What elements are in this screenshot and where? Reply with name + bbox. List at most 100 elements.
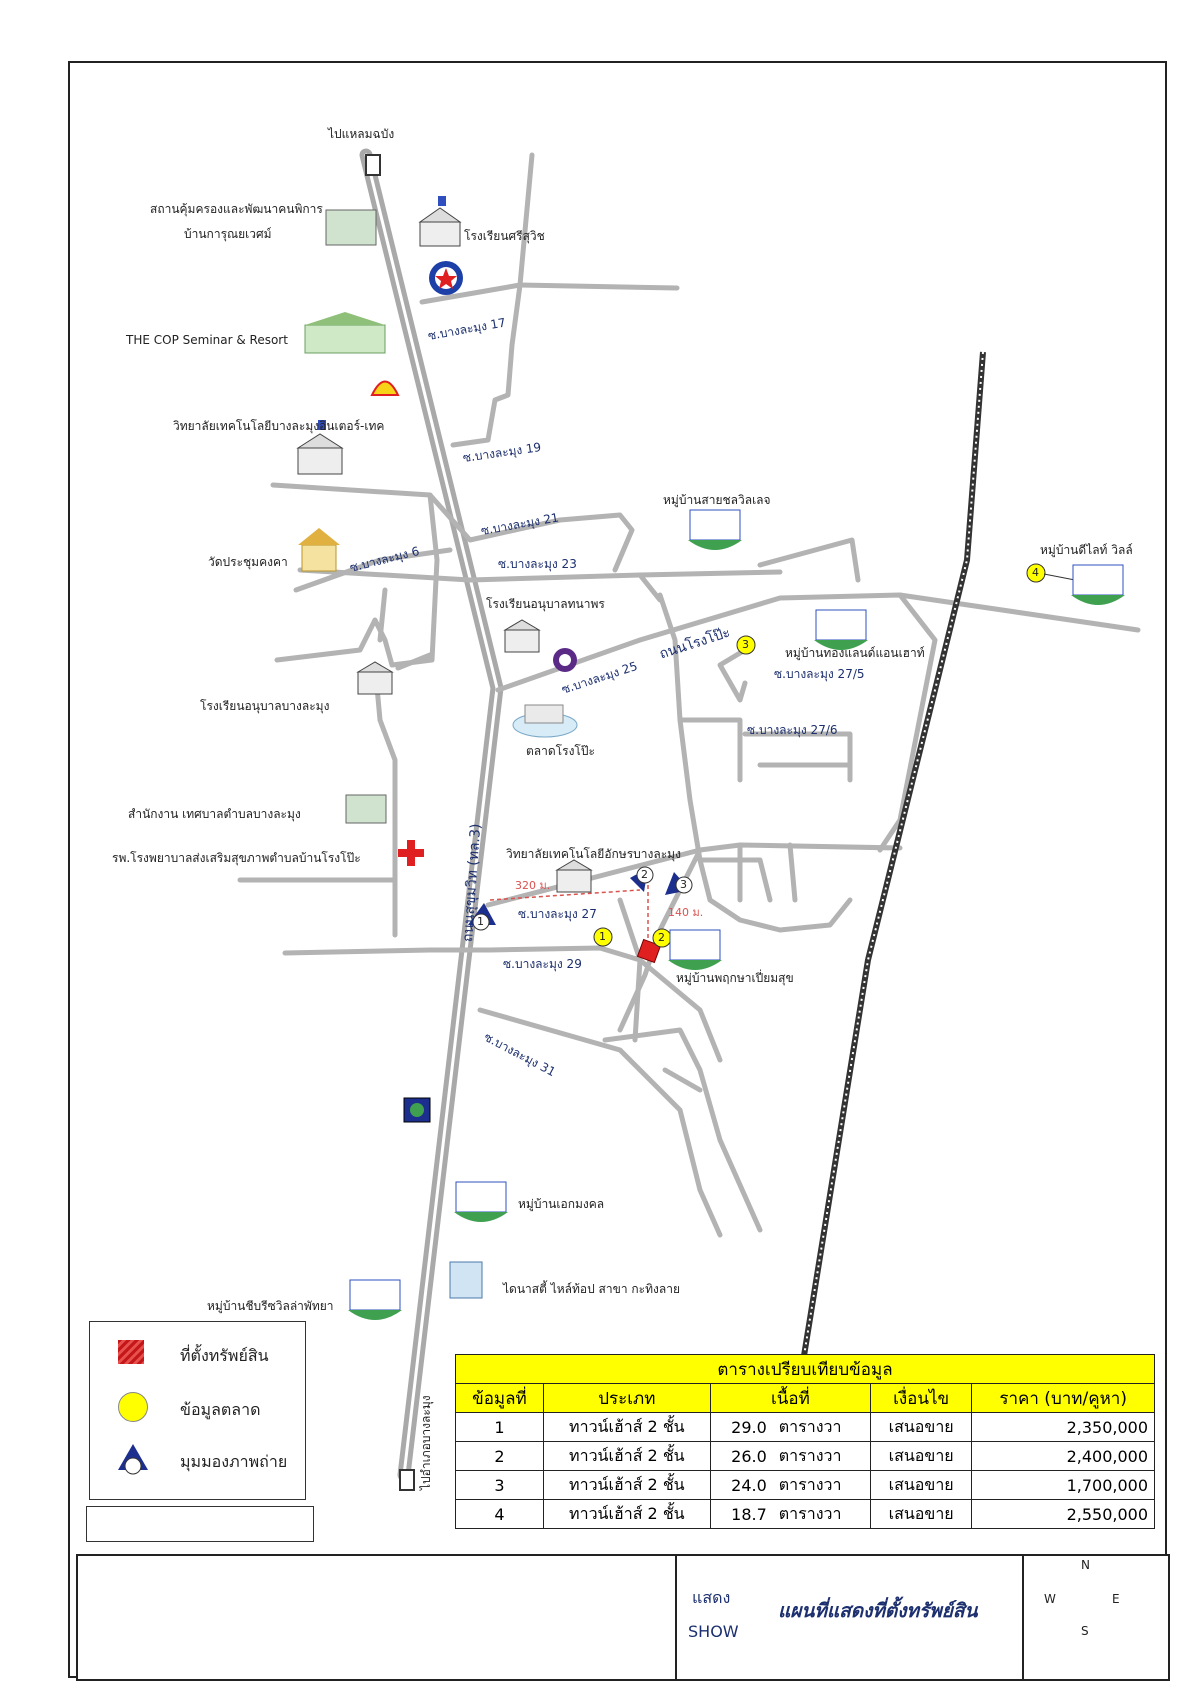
footer-title: แผนที่แสดงที่ตั้งทรัพย์สิน [778,1600,978,1622]
cell-no: 3 [455,1470,544,1500]
label-village-chiphrive: หมู่บ้านชีบรีซวิลล่าพัทยา [207,1299,334,1313]
label-kindergarten: โรงเรียนอนุบาลทนาพร [486,597,605,611]
resort-icon [304,312,386,354]
table-title-row: ตารางเปรียบเทียบข้อมูล [455,1354,1155,1384]
view-marker-label-2: 2 [641,868,648,881]
road-label-soi23: ซ.บางละมุง 23 [498,557,577,571]
cell-price: 2,550,000 [971,1499,1155,1529]
market-marker-label-1: 1 [599,930,606,943]
cell-no: 2 [455,1441,544,1471]
cell-unit: ตารางวา [772,1470,871,1500]
label-tech-college: วิทยาลัยเทคโนโลยีบางละมุงอินเตอร์-เทค [173,419,385,433]
table-row: 2 ทาวน์เฮ้าส์ 2 ชั้น 26.0 ตารางวา เสนอขา… [455,1441,1155,1471]
legend-property-label: ที่ตั้งทรัพย์สิน [180,1346,269,1365]
table-header-price: ราคา (บาท/คูหา) [971,1383,1155,1413]
road-label-soi29: ซ.บางละมุง 29 [503,957,582,971]
table-header-cond: เงื่อนไข [869,1383,973,1413]
table-row: 3 ทาวน์เฮ้าส์ 2 ชั้น 24.0 ตารางวา เสนอขา… [455,1470,1155,1500]
label-village-sai-chon: หมู่บ้านสายชลวิลเลจ [663,493,771,507]
legend-row-market: ข้อมูลตลาด [90,1390,305,1430]
label-village-phruksa: หมู่บ้านพฤกษาเปี่ยมสุข [676,971,794,985]
label-dynasty: ไดนาสตี้ ไหล์ท้อป สาขา กะทิงลาย [503,1282,680,1296]
village-icon-1 [688,509,742,550]
village-icon-4 [668,929,722,970]
cell-price: 2,350,000 [971,1412,1155,1442]
welfare-building-icon [325,209,377,246]
south-end-marker [399,1469,415,1491]
table-title: ตารางเปรียบเทียบข้อมูล [455,1354,1155,1384]
shell-icon [370,380,400,396]
temple-icon [298,528,340,572]
cell-area: 29.0 [709,1412,773,1442]
label-wat: วัดประชุมคงคา [208,555,288,569]
cell-cond: เสนอขาย [869,1412,973,1442]
cell-no: 1 [455,1412,544,1442]
bangchak-icon [403,1097,431,1123]
legend-market-label: ข้อมูลตลาด [180,1400,261,1419]
label-municipal-office: สำนักงาน เทศบาลตำบลบางละมุง [128,807,301,821]
cell-price: 2,400,000 [971,1441,1155,1471]
label-village-ekmongkol: หมู่บ้านเอกมงคล [518,1197,605,1211]
compass-w: W [1044,1592,1056,1606]
village-icon-3 [1071,564,1125,605]
cell-unit: ตารางวา [772,1499,871,1529]
legend-row-view: มุมมองภาพถ่าย [90,1442,305,1482]
property-marker [636,938,662,964]
label-hospital: รพ.โรงพยาบาลส่งเสริมสุขภาพตำบลบ้านโรงโป๊… [112,851,361,865]
legend-view-label: มุมมองภาพถ่าย [180,1452,288,1471]
village-icon-5 [454,1181,508,1222]
label-market: ตลาดโรงโป๊ะ [526,744,595,758]
school-icon-3 [503,619,541,653]
poi-icons [296,196,1125,1320]
cell-unit: ตารางวา [772,1441,871,1471]
market-icon [512,704,578,738]
cell-price: 1,700,000 [971,1470,1155,1500]
table-row: 1 ทาวน์เฮ้าส์ 2 ชั้น 29.0 ตารางวา เสนอขา… [455,1412,1155,1442]
cell-cond: เสนอขาย [869,1470,973,1500]
road-label-soi27-5: ซ.บางละมุง 27/5 [774,667,865,681]
label-to-banglamung: ไปอำเภอบางละมุง [419,1395,433,1490]
distance-label-2: 140 ม. [668,906,704,919]
school-icon-4 [356,661,394,695]
compass-n: N [1081,1558,1090,1572]
caltex-icon [429,261,463,295]
school-icon-1 [418,196,462,247]
road-label-soi27: ซ.บางละมุง 27 [518,907,597,921]
label-sriswich-school: โรงเรียนศรีสุวิช [464,229,545,243]
market-marker-1 [593,927,613,947]
railway [800,351,986,1363]
market-marker-4 [1026,563,1046,583]
north-end-marker [365,154,381,176]
cell-type: ทาวน์เฮ้าส์ 2 ชั้น [542,1499,711,1529]
table-row: 4 ทาวน์เฮ้าส์ 2 ชั้น 18.7 ตารางวา เสนอขา… [455,1499,1155,1529]
blank-box [86,1506,314,1542]
school-icon-5 [555,859,593,893]
market-marker-label-4: 4 [1032,566,1039,579]
school-icon-2 [296,420,344,475]
label-village-delight: หมู่บ้านดีไลท์ วิลล์ [1040,543,1133,557]
municipal-office-icon [345,794,387,824]
legend-market-swatch [118,1392,148,1422]
cell-type: ทาวน์เฮ้าส์ 2 ชั้น [542,1470,711,1500]
market-marker-3 [736,635,756,655]
cell-no: 4 [455,1499,544,1529]
secondary-roads [237,152,1141,1238]
label-laem-chabang: ไปแหลมฉบัง [328,127,395,141]
distance-label-1: 320 ม. [515,879,551,892]
compass-s: S [1081,1624,1089,1638]
cell-area: 24.0 [709,1470,773,1500]
cell-cond: เสนอขาย [869,1499,973,1529]
label-akson-college: วิทยาลัยเทคโนโลยีอักษรบางละมุง [506,847,681,861]
label-cop-resort: THE COP Seminar & Resort [126,333,288,347]
village-icon-2 [814,609,868,650]
table-header-no: ข้อมูลที่ [455,1383,544,1413]
compass-e: E [1112,1592,1120,1606]
cell-area: 18.7 [709,1499,773,1529]
footer-show-en: SHOW [688,1622,739,1641]
legend-row-property: ที่ตั้งทรัพย์สิน [90,1336,305,1376]
legend-view-icon [118,1444,148,1475]
cell-unit: ตารางวา [772,1412,871,1442]
legend: ที่ตั้งทรัพย์สิน ข้อมูลตลาด มุมมองภาพถ่า… [89,1321,306,1500]
dynasty-icon [449,1261,483,1299]
label-village-thong-land: หมู่บ้านทองแลนด์แอนเฮาท์ [785,646,925,660]
